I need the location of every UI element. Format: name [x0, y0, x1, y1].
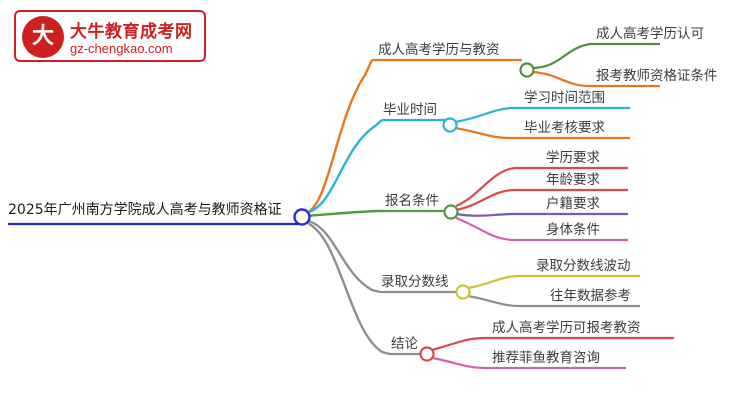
root-label: 2025年广州南方学院成人高考与教师资格证	[8, 202, 282, 218]
branch-label-4[interactable]: 录取分数线	[381, 274, 449, 290]
edge-branch3-child4	[455, 216, 628, 242]
edge-branch2-child1	[454, 106, 630, 124]
leaf-label-1-2[interactable]: 报考教师资格证条件	[596, 68, 718, 84]
edge-branch5-child1	[431, 336, 674, 352]
leaf-label-3-1[interactable]: 学历要求	[546, 150, 600, 166]
edge-branch4-child1	[467, 274, 640, 290]
edge-root-branch4	[304, 218, 381, 294]
edge-branch4-child2	[467, 294, 640, 308]
edge-root-branch2	[304, 119, 383, 215]
edge-branch5-child2	[431, 356, 626, 370]
branch-label-2[interactable]: 毕业时间	[383, 102, 437, 118]
edge-root-branch1	[304, 59, 374, 216]
logo-subtitle: gz-chengkao.com	[70, 41, 173, 56]
leaf-label-5-2[interactable]: 推荐菲鱼教育咨询	[492, 350, 600, 366]
edge-branch1-child2	[531, 70, 660, 88]
leaf-label-3-3[interactable]: 户籍要求	[546, 196, 600, 212]
leaf-label-4-2[interactable]: 往年数据参考	[550, 288, 631, 304]
edge-root-branch5	[304, 220, 391, 356]
node-branch2-dot[interactable]	[442, 117, 458, 133]
node-root-dot[interactable]	[293, 208, 311, 226]
logo-mark-icon: 大牛	[22, 16, 64, 58]
leaf-label-4-1[interactable]: 录取分数线波动	[536, 258, 631, 274]
node-branch1-dot[interactable]	[519, 62, 535, 78]
edge-root-branch3	[304, 209, 384, 218]
branch-label-5[interactable]: 结论	[391, 336, 418, 352]
leaf-label-2-1[interactable]: 学习时间范围	[524, 90, 605, 106]
edge-branch3-child1	[455, 166, 628, 208]
node-branch3-dot[interactable]	[443, 204, 459, 220]
leaf-label-1-1[interactable]: 成人高考学历认可	[596, 26, 704, 42]
edge-branch2-child2	[454, 126, 630, 140]
leaf-label-2-2[interactable]: 毕业考核要求	[524, 120, 605, 136]
node-branch4-dot[interactable]	[455, 284, 471, 300]
leaf-label-3-4[interactable]: 身体条件	[546, 222, 600, 238]
site-logo: 大牛 大牛教育成考网 gz-chengkao.com	[14, 10, 206, 62]
edge-branch3-child2	[455, 188, 628, 212]
edge-branch3-child3	[455, 212, 628, 217]
leaf-label-3-2[interactable]: 年龄要求	[546, 172, 600, 188]
leaf-label-5-1[interactable]: 成人高考学历可报考教资	[492, 320, 641, 336]
branch-label-3[interactable]: 报名条件	[385, 193, 439, 209]
node-branch5-dot[interactable]	[419, 346, 435, 362]
edge-branch1-child1	[531, 42, 660, 70]
branch-label-1[interactable]: 成人高考学历与教资	[378, 42, 500, 58]
logo-title: 大牛教育成考网	[70, 22, 193, 42]
